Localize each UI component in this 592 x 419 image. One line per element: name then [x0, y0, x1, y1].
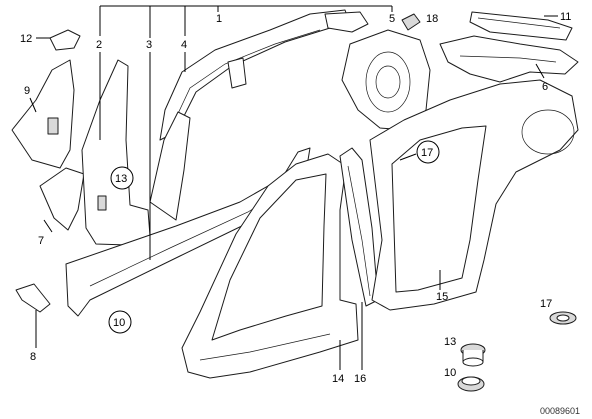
callout-5: 5 — [389, 13, 395, 25]
callout-15: 15 — [436, 291, 448, 303]
part-grommet-10 — [457, 376, 485, 392]
part-b-pillar-inner — [81, 59, 151, 246]
callout-9: 9 — [24, 85, 30, 97]
part-bracket-12 — [49, 29, 81, 51]
part-crossmember — [469, 11, 573, 41]
part-b-pillar-reinforcement — [339, 147, 379, 307]
callout-12: 12 — [20, 33, 32, 45]
part-washer-17 — [549, 311, 577, 325]
callout-4: 4 — [181, 39, 187, 51]
callout-2: 2 — [96, 39, 102, 51]
legend-label-13: 13 — [444, 336, 456, 348]
callout-17-circle — [416, 140, 440, 164]
part-pillar-inner — [11, 59, 75, 169]
part-reinforcement — [39, 167, 85, 231]
callout-labels: 1 2 3 4 5 6 7 8 9 11 12 14 15 16 18 13 1… — [20, 11, 571, 385]
legend-label-17: 17 — [540, 298, 552, 310]
part-plug-13 — [460, 343, 486, 367]
callout-14: 14 — [332, 373, 344, 385]
leader-lines — [29, 5, 558, 370]
part-side-frame-front — [181, 153, 359, 379]
callout-18: 18 — [426, 13, 438, 25]
callout-10-circle-main — [108, 310, 132, 334]
callout-1: 1 — [216, 13, 222, 25]
legend-label-10: 10 — [444, 367, 456, 379]
part-gusset — [15, 283, 51, 313]
part-floor-panel — [439, 35, 579, 83]
callout-16: 16 — [354, 373, 366, 385]
document-id: 00089601 — [540, 406, 580, 416]
callout-6: 6 — [542, 81, 548, 93]
part-side-frame-rear — [369, 79, 579, 311]
part-roof-bracket — [324, 11, 369, 33]
part-side-sill — [65, 111, 311, 317]
part-rear-wheel-arch — [341, 29, 431, 131]
callout-17-circled: 17 — [421, 147, 433, 159]
callout-7: 7 — [38, 235, 44, 247]
callout-3: 3 — [146, 39, 152, 51]
callout-13-circled: 13 — [115, 173, 127, 185]
part-clip — [401, 13, 421, 31]
callout-11: 11 — [560, 11, 571, 23]
callout-13-circle — [110, 166, 134, 190]
callout-8: 8 — [30, 351, 36, 363]
callout-10-circled: 10 — [113, 317, 125, 329]
